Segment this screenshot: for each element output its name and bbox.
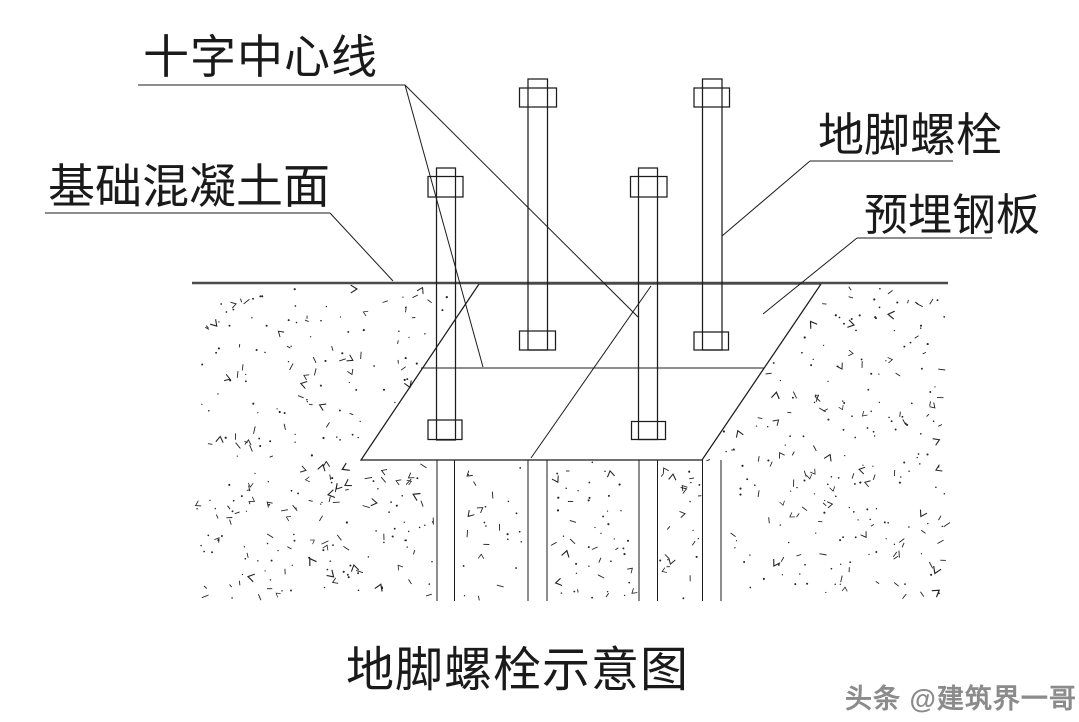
concrete-stipple-texture <box>194 284 951 601</box>
embedded-shaft-4 <box>702 460 722 601</box>
anchor-bolt-3 <box>629 167 668 441</box>
embedded-plate-label: 预埋钢板 <box>864 191 1040 240</box>
leader-line <box>404 84 639 318</box>
cross-centerline-label: 十字中心线 <box>143 32 378 83</box>
callout-foundation-surface: 基础混凝土面 <box>45 162 394 282</box>
bolt-washer <box>518 330 557 351</box>
embedded-bolt-shafts <box>436 460 722 601</box>
leader-line <box>762 237 858 315</box>
bolt-shaft <box>637 167 659 441</box>
bolt-washer <box>427 419 463 441</box>
anchor-bolt-label: 地脚螺栓 <box>818 110 1002 161</box>
embedded-shaft-body <box>437 461 455 601</box>
embedded-shaft-2 <box>527 460 548 601</box>
bolt-shaft <box>527 78 549 351</box>
callout-cross-centerline: 十字中心线 <box>138 32 639 368</box>
embedded-shaft-3 <box>638 460 658 601</box>
bolt-nut <box>693 87 731 108</box>
bolt-nut <box>427 175 464 198</box>
callout-anchor-bolt: 地脚螺栓 <box>721 110 1002 237</box>
watermark: 头条 @建筑界一哥 <box>845 683 1077 714</box>
bolt-shaft <box>701 78 723 351</box>
anchor-bolt-4 <box>693 78 731 351</box>
bolt-washer <box>693 331 730 351</box>
embedded-shaft-body <box>702 461 721 601</box>
embedded-shaft-1 <box>436 460 455 601</box>
anchor-bolt-2 <box>518 78 558 351</box>
bolt-nut <box>629 175 668 198</box>
plate-centerline-diagonal <box>530 285 652 459</box>
callout-embedded-plate: 预埋钢板 <box>762 191 1040 315</box>
foundation-surface-label: 基础混凝土面 <box>48 162 330 214</box>
leader-line <box>721 160 811 237</box>
bolt-nut <box>518 87 558 108</box>
leader-line <box>329 212 394 282</box>
leader-line <box>404 84 484 368</box>
bolt-washer <box>630 420 667 441</box>
embedded-shaft-body <box>528 461 547 601</box>
figure-title: 地脚螺栓示意图 <box>346 644 689 697</box>
anchor-bolt-1 <box>427 167 464 441</box>
embedded-shaft-body <box>639 461 658 601</box>
